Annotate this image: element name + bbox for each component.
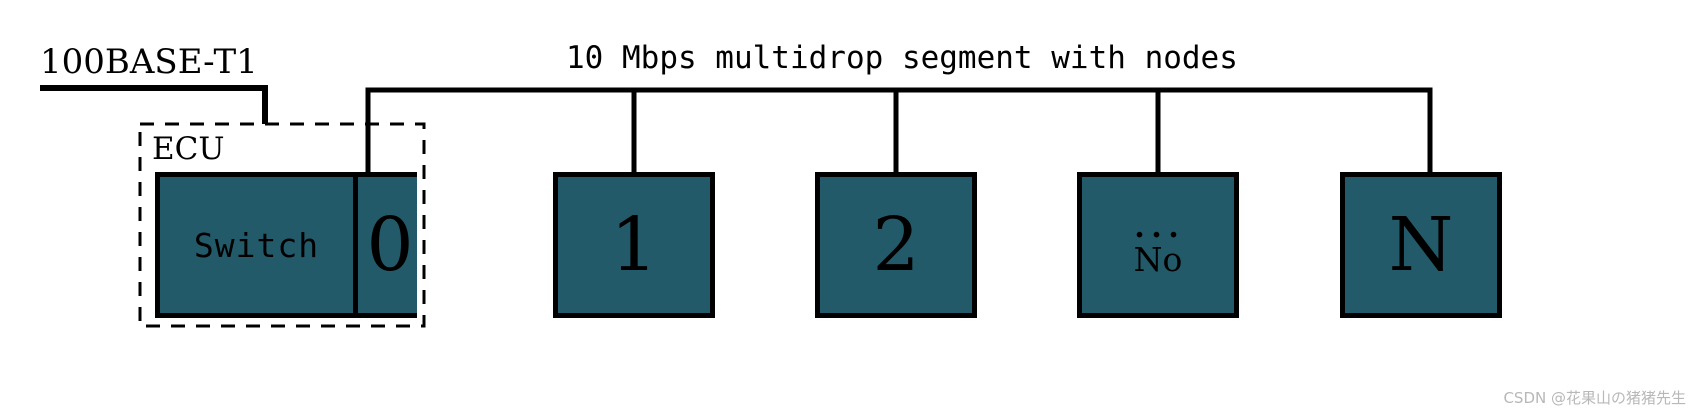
node-box-n[interactable]: N — [1340, 172, 1502, 318]
watermark-text: CSDN @花果山の猪猪先生 — [1503, 389, 1686, 407]
multidrop-bus-line — [365, 87, 1433, 172]
switch-cell[interactable]: Switch — [160, 177, 358, 313]
uplink-label: 100BASE-T1 — [40, 42, 258, 82]
ecu-switch-node-group[interactable]: Switch 0 — [155, 172, 417, 318]
node-box-ellipsis[interactable]: ... No — [1077, 172, 1239, 318]
node-label-n: N — [1388, 202, 1454, 288]
node-box-0[interactable]: 0 — [363, 177, 417, 313]
ecu-label: ECU — [152, 131, 225, 167]
uplink-connector-line — [40, 85, 268, 124]
node-label-ellipsis: ... — [1132, 196, 1184, 248]
node-sublabel-no: No — [1133, 239, 1183, 279]
node-label-0: 0 — [366, 202, 414, 288]
node-box-2[interactable]: 2 — [815, 172, 977, 318]
ecu-enclosure-dashed-box — [138, 122, 426, 328]
node-box-1[interactable]: 1 — [553, 172, 715, 318]
segment-title: 10 Mbps multidrop segment with nodes — [566, 40, 1238, 76]
node-label-2: 2 — [872, 202, 920, 288]
switch-cell-label: Switch — [193, 225, 320, 265]
node-label-1: 1 — [610, 202, 658, 288]
